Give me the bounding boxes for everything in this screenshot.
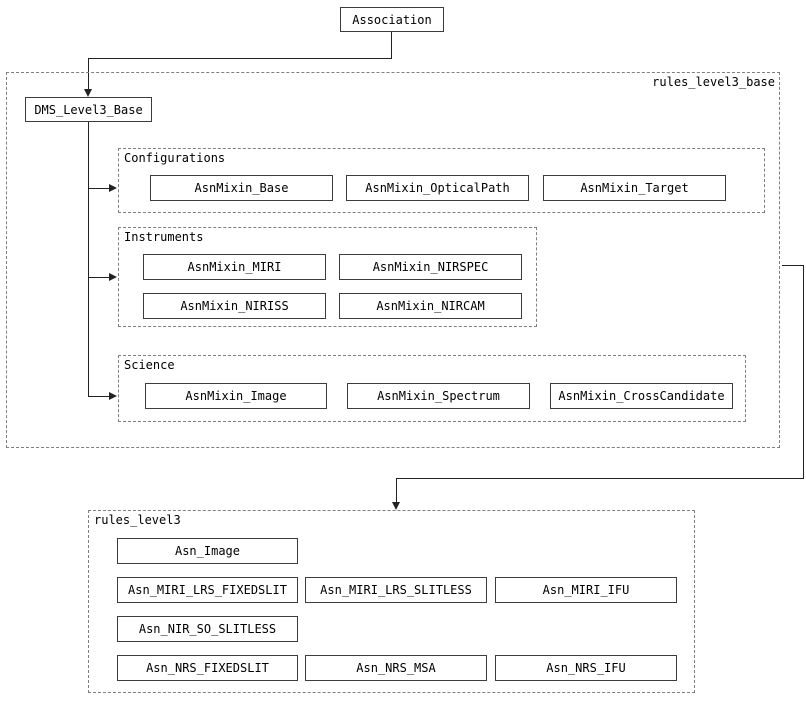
node-asnmixin-target-label: AsnMixin_Target [580,181,689,195]
node-asnmixin-nircam-label: AsnMixin_NIRCAM [376,299,485,313]
cluster-rules-level3: rules_level3 [88,510,695,693]
edge-into-rules-level3 [396,478,397,502]
node-asn-miri-lrs-fixedslit: Asn_MIRI_LRS_FIXEDSLIT [117,577,298,603]
cluster-configurations-label: Configurations [124,151,226,165]
node-asnmixin-nirspec-label: AsnMixin_NIRSPEC [372,260,489,274]
node-asnmixin-spectrum-label: AsnMixin_Spectrum [377,389,500,403]
arrowhead-science-icon [109,392,117,400]
cluster-science: Science [118,355,746,422]
edge-base-out-horizontal [782,265,804,266]
node-asnmixin-niriss-label: AsnMixin_NIRISS [180,299,289,313]
node-asnmixin-miri: AsnMixin_MIRI [143,254,326,280]
node-asn-nrs-msa: Asn_NRS_MSA [305,655,487,681]
node-asn-image-label: Asn_Image [174,544,241,558]
node-asn-miri-ifu: Asn_MIRI_IFU [495,577,677,603]
node-asn-nrs-fixedslit: Asn_NRS_FIXEDSLIT [117,655,298,681]
node-asnmixin-base: AsnMixin_Base [150,175,333,201]
cluster-rules-level3-label: rules_level3 [94,513,181,527]
arrowhead-instruments-icon [109,273,117,281]
cluster-instruments-label: Instruments [124,230,204,244]
edge-branch-configurations [88,188,109,189]
node-asnmixin-crosscandidate: AsnMixin_CrossCandidate [550,383,733,409]
node-asn-nrs-fixedslit-label: Asn_NRS_FIXEDSLIT [146,661,269,675]
node-asnmixin-nirspec: AsnMixin_NIRSPEC [339,254,522,280]
node-asn-nir-so-slitless: Asn_NIR_SO_SLITLESS [117,616,298,642]
node-asnmixin-opticalpath-label: AsnMixin_OpticalPath [365,181,510,195]
cluster-science-label: Science [124,358,175,372]
node-asn-nrs-ifu-label: Asn_NRS_IFU [546,661,626,675]
arrowhead-rules-level3-icon [392,502,400,510]
node-asn-nrs-msa-label: Asn_NRS_MSA [356,661,436,675]
node-dms-level3-base-label: DMS_Level3_Base [34,102,143,117]
arrowhead-dms-icon [84,89,92,97]
edge-branch-instruments [88,277,109,278]
node-asn-image: Asn_Image [117,538,298,564]
node-asnmixin-image: AsnMixin_Image [145,383,327,409]
node-association: Association [340,7,444,32]
node-asn-nir-so-slitless-label: Asn_NIR_SO_SLITLESS [138,622,277,636]
node-asnmixin-image-label: AsnMixin_Image [185,389,287,403]
node-asn-miri-lrs-fixedslit-label: Asn_MIRI_LRS_FIXEDSLIT [128,583,287,597]
node-asnmixin-crosscandidate-label: AsnMixin_CrossCandidate [558,389,725,403]
cluster-rules-level3-base: rules_level3_base [6,72,780,448]
node-asnmixin-base-label: AsnMixin_Base [194,181,289,195]
edge-association-horizontal [88,58,392,59]
edge-base-out-return [396,478,804,479]
cluster-instruments: Instruments [118,227,537,327]
node-asn-miri-lrs-slitless: Asn_MIRI_LRS_SLITLESS [305,577,487,603]
edge-dms-trunk [88,122,89,396]
node-asnmixin-nircam: AsnMixin_NIRCAM [339,293,522,319]
node-asn-miri-ifu-label: Asn_MIRI_IFU [542,583,630,597]
edge-base-out-vertical [803,265,804,479]
cluster-rules-level3-base-label: rules_level3_base [652,75,775,89]
node-asn-nrs-ifu: Asn_NRS_IFU [495,655,677,681]
cluster-configurations: Configurations [118,148,765,213]
edge-branch-science [88,396,109,397]
node-asnmixin-spectrum: AsnMixin_Spectrum [347,383,530,409]
node-dms-level3-base: DMS_Level3_Base [25,97,152,122]
node-association-label: Association [352,12,432,27]
node-asnmixin-opticalpath: AsnMixin_OpticalPath [346,175,529,201]
node-asnmixin-target: AsnMixin_Target [543,175,726,201]
edge-association-to-dms [88,58,89,89]
edge-association-drop [391,32,392,58]
node-asn-miri-lrs-slitless-label: Asn_MIRI_LRS_SLITLESS [320,583,472,597]
node-asnmixin-niriss: AsnMixin_NIRISS [143,293,326,319]
node-asnmixin-miri-label: AsnMixin_MIRI [187,260,282,274]
arrowhead-configurations-icon [109,184,117,192]
